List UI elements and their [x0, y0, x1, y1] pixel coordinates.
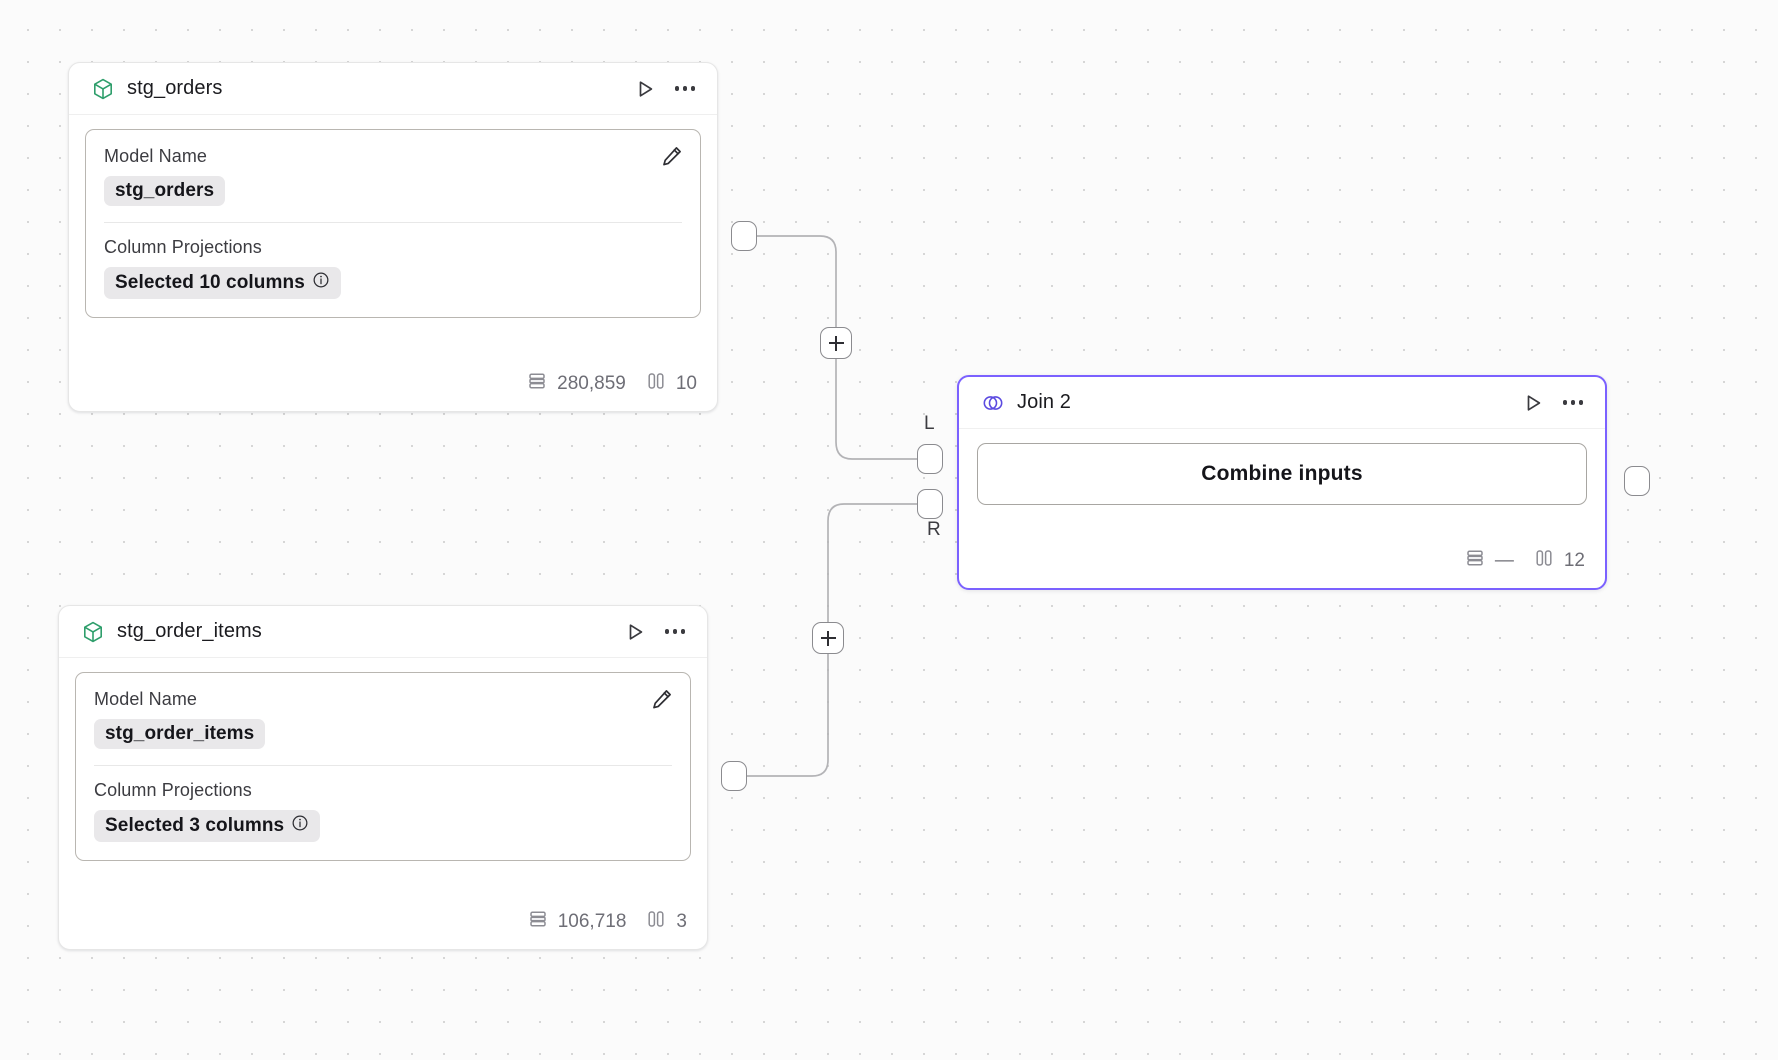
- model-name-label: Model Name: [104, 146, 208, 166]
- columns-icon: [1533, 547, 1555, 575]
- column-projections-text: Selected 3 columns: [105, 815, 285, 836]
- node-footer: 106,718 3: [59, 896, 707, 949]
- node-header: stg_order_items: [59, 606, 707, 658]
- column-projections-label: Column Projections: [104, 237, 262, 257]
- rows-icon: [527, 908, 549, 936]
- output-port-stg-orders[interactable]: [731, 221, 757, 251]
- model-name-value[interactable]: stg_order_items: [94, 719, 266, 749]
- rows-stat: 280,859: [526, 370, 626, 398]
- node-footer: — 12: [959, 535, 1605, 588]
- node-stg-order-items[interactable]: stg_order_items Model Name: [58, 605, 708, 950]
- pencil-edit-icon[interactable]: [648, 685, 676, 713]
- divider: [94, 765, 672, 766]
- rows-value: 280,859: [557, 373, 626, 394]
- rows-value: 106,718: [557, 911, 627, 932]
- columns-stat: 3: [645, 908, 687, 936]
- output-port-join-2[interactable]: [1624, 466, 1650, 496]
- model-name-label: Model Name: [94, 689, 198, 709]
- combine-inputs-button[interactable]: Combine inputs: [977, 443, 1587, 505]
- column-projections-label: Column Projections: [94, 780, 252, 800]
- more-options-icon[interactable]: [661, 618, 689, 646]
- columns-stat: 12: [1533, 547, 1585, 575]
- play-icon[interactable]: [631, 75, 659, 103]
- rows-value: —: [1494, 550, 1514, 571]
- play-icon[interactable]: [621, 618, 649, 646]
- node-stg-orders[interactable]: stg_orders Model Name stg_o: [68, 62, 718, 412]
- node-footer: 280,859 10: [69, 358, 717, 411]
- pencil-edit-icon[interactable]: [658, 142, 686, 170]
- node-header: Join 2: [959, 377, 1605, 429]
- model-name-value[interactable]: stg_orders: [104, 176, 226, 206]
- rows-stat: 106,718: [527, 908, 627, 936]
- columns-stat: 10: [645, 370, 697, 398]
- config-panel: Model Name stg_order_items Column Projec…: [75, 672, 691, 861]
- info-icon[interactable]: [291, 814, 309, 838]
- node-join-2[interactable]: Join 2 Combine inputs: [957, 375, 1607, 590]
- output-port-stg-order-items[interactable]: [721, 761, 747, 791]
- more-options-icon[interactable]: [671, 75, 699, 103]
- input-port-join-left[interactable]: [917, 444, 943, 474]
- columns-icon: [645, 908, 667, 936]
- more-options-icon[interactable]: [1559, 389, 1587, 417]
- add-node-on-edge-bottom[interactable]: [812, 622, 844, 654]
- columns-value: 3: [676, 911, 687, 932]
- node-header: stg_orders: [69, 63, 717, 115]
- cube-model-icon: [81, 620, 105, 644]
- node-title: Join 2: [1017, 391, 1071, 413]
- node-title: stg_orders: [127, 77, 223, 99]
- rows-icon: [1464, 547, 1486, 575]
- columns-value: 10: [675, 373, 697, 394]
- input-port-join-right[interactable]: [917, 489, 943, 519]
- add-node-on-edge-top[interactable]: [820, 327, 852, 359]
- config-panel: Model Name stg_orders Column Projections…: [85, 129, 701, 318]
- input-port-right-label: R: [927, 519, 941, 540]
- cube-model-icon: [91, 77, 115, 101]
- divider: [104, 222, 682, 223]
- column-projections-value[interactable]: Selected 10 columns: [104, 267, 341, 299]
- columns-icon: [645, 370, 667, 398]
- columns-value: 12: [1563, 550, 1585, 571]
- join-venn-icon: [981, 391, 1005, 415]
- node-title: stg_order_items: [117, 620, 262, 642]
- node-body: Model Name stg_order_items Column Projec…: [59, 658, 707, 861]
- input-port-left-label: L: [924, 413, 935, 434]
- node-body: Model Name stg_orders Column Projections…: [69, 115, 717, 318]
- rows-icon: [526, 370, 548, 398]
- play-icon[interactable]: [1519, 389, 1547, 417]
- column-projections-text: Selected 10 columns: [115, 272, 305, 293]
- column-projections-value[interactable]: Selected 3 columns: [94, 810, 321, 842]
- info-icon[interactable]: [312, 271, 330, 295]
- rows-stat: —: [1464, 547, 1514, 575]
